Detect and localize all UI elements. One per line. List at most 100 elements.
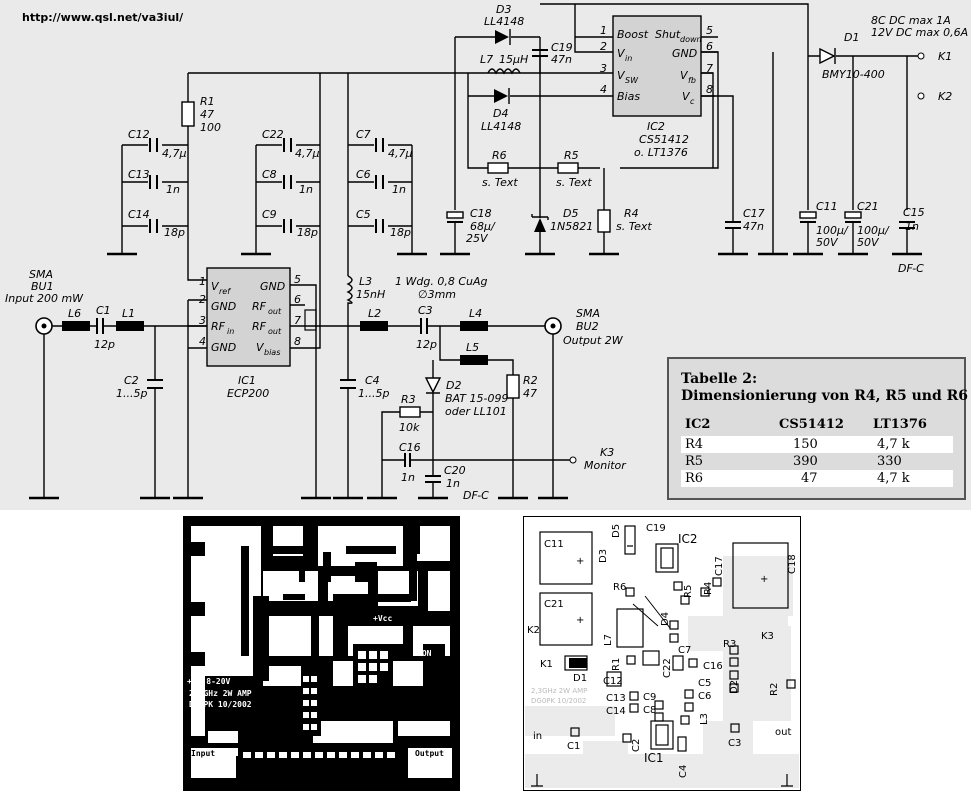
table-title-line2: Dimensionierung von R4, R5 und R6 [681, 388, 968, 404]
l1-inductor [116, 321, 144, 331]
svg-text:12V DC max 0,6A: 12V DC max 0,6A [871, 26, 968, 39]
table-cell: 330 [877, 454, 902, 469]
svg-text:K3: K3 [600, 446, 614, 459]
svg-text:GND: GND [672, 47, 697, 60]
svg-text:C22: C22 [662, 658, 673, 678]
schematic-panel: http://www.qsl.net/va3iul/ [0, 0, 971, 510]
svg-text:IC2: IC2 [647, 120, 665, 133]
ground-symbols [531, 774, 793, 787]
svg-text:Boost: Boost [617, 28, 649, 41]
svg-text:RF: RF [252, 320, 267, 333]
d2-diode [424, 377, 442, 394]
svg-text:4,7µ: 4,7µ [162, 147, 187, 160]
svg-text:V: V [617, 47, 626, 60]
svg-text:Output 2W: Output 2W [563, 334, 624, 347]
svg-text:47: 47 [523, 387, 537, 400]
svg-text:s. Text: s. Text [556, 176, 592, 189]
svg-text:ECP200: ECP200 [227, 387, 269, 400]
svg-text:V: V [256, 341, 265, 354]
svg-text:D1: D1 [844, 31, 859, 44]
svg-text:6: 6 [706, 40, 713, 53]
k2-terminal[interactable] [917, 92, 925, 100]
svg-text:out: out [268, 327, 282, 336]
svg-text:DF-C: DF-C [898, 262, 924, 275]
svg-text:1n: 1n [392, 183, 406, 196]
svg-text:IC1: IC1 [644, 751, 664, 765]
svg-text:7: 7 [706, 62, 713, 75]
svg-text:3: 3 [600, 62, 607, 75]
svg-text:GND: GND [260, 280, 285, 293]
svg-text:D4: D4 [493, 107, 508, 120]
svg-text:1n: 1n [299, 183, 313, 196]
svg-text:C9: C9 [643, 692, 656, 703]
svg-text:C9: C9 [262, 208, 277, 221]
svg-text:in: in [625, 54, 632, 63]
svg-text:∅3mm: ∅3mm [418, 288, 456, 301]
svg-text:C4: C4 [678, 765, 689, 778]
svg-text:R1: R1 [200, 95, 215, 108]
svg-text:C22: C22 [262, 128, 284, 141]
svg-text:C13: C13 [128, 168, 150, 181]
table-cell: R5 [685, 454, 704, 469]
svg-text:V: V [211, 280, 220, 293]
r4-resistor [597, 209, 611, 233]
svg-text:47n: 47n [743, 220, 764, 233]
svg-text:BU2: BU2 [576, 320, 599, 333]
svg-text:D5: D5 [611, 524, 622, 538]
svg-text:LL4148: LL4148 [481, 120, 521, 133]
svg-text:5: 5 [294, 273, 301, 286]
svg-text:15µH: 15µH [499, 53, 528, 66]
svg-text:V: V [682, 90, 691, 103]
svg-text:47n: 47n [551, 53, 572, 66]
svg-text:C5: C5 [356, 208, 371, 221]
table-cell: 4,7 k [877, 471, 910, 486]
r5-resistor [557, 162, 579, 174]
svg-text:L1: L1 [122, 307, 135, 320]
ic1-chip [206, 267, 291, 367]
k3-terminal[interactable] [569, 456, 577, 464]
svg-text:L2: L2 [368, 307, 381, 320]
svg-text:100µ/: 100µ/ [857, 224, 890, 237]
svg-text:50V: 50V [857, 236, 880, 249]
d3-diode [495, 30, 509, 44]
svg-text:LL4148: LL4148 [484, 15, 524, 28]
svg-text:1...5p: 1...5p [116, 387, 147, 400]
svg-text:C18: C18 [470, 207, 492, 220]
svg-text:CS51412: CS51412 [639, 133, 689, 146]
svg-text:+: + [760, 574, 768, 585]
svg-text:o. LT1376: o. LT1376 [634, 146, 688, 159]
svg-text:1: 1 [199, 275, 206, 288]
r3-resistor [399, 406, 421, 418]
placement-labels: C11 C21 + + + C18 D5 D3 C19 IC2 R6 R5 R4… [527, 523, 798, 778]
placement-ghost-line1: 2,3GHz 2W AMP [531, 687, 587, 695]
svg-text:R6: R6 [492, 149, 507, 162]
svg-text:C11: C11 [816, 200, 838, 213]
svg-text:R4: R4 [703, 582, 714, 595]
svg-text:SW: SW [625, 76, 639, 85]
svg-text:GND: GND [211, 341, 236, 354]
svg-text:18p: 18p [297, 226, 318, 239]
svg-text:BMY10-400: BMY10-400 [822, 68, 885, 81]
svg-text:6: 6 [294, 293, 301, 306]
svg-text:1N5821: 1N5821 [550, 220, 593, 233]
k1-terminal[interactable] [917, 52, 925, 60]
svg-text:K2: K2 [527, 625, 540, 636]
svg-text:R2: R2 [523, 374, 538, 387]
svg-text:C8: C8 [643, 705, 656, 716]
svg-text:C1: C1 [567, 741, 580, 752]
svg-text:K2: K2 [938, 90, 952, 103]
d1-diode [819, 47, 836, 65]
svg-text:C16: C16 [703, 661, 723, 672]
svg-text:K1: K1 [540, 659, 553, 670]
svg-text:L3: L3 [699, 713, 710, 725]
pcb-vcc-label: +Vcc [373, 614, 392, 623]
svg-text:8: 8 [706, 83, 713, 96]
ic2-chip [612, 15, 702, 117]
svg-text:out: out [775, 727, 791, 738]
placement-ghost-line2: DG0PK 10/2002 [531, 697, 586, 705]
source-url: http://www.qsl.net/va3iul/ [22, 11, 184, 24]
svg-text:8C DC max 1A: 8C DC max 1A [871, 14, 951, 27]
svg-text:in: in [227, 327, 234, 336]
svg-text:C21: C21 [544, 599, 564, 610]
svg-text:1n: 1n [446, 477, 460, 490]
